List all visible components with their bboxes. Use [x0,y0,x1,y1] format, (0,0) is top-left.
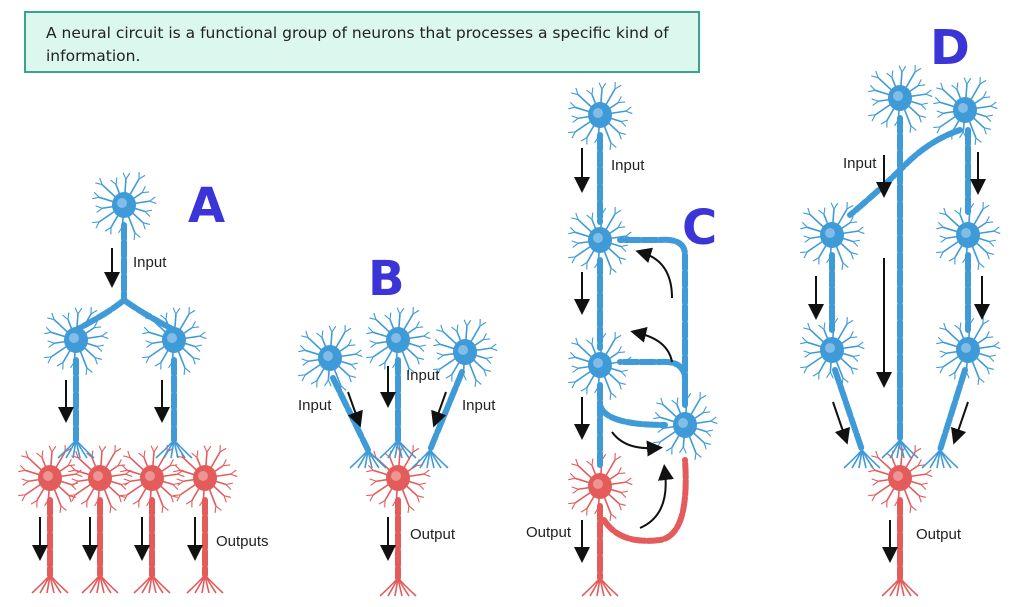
panel-c-collateral [600,405,665,425]
panel-a-output-terminal [187,575,223,593]
panel-a-terminal-right [156,440,192,458]
panel-c-curve-arrow-3 [612,432,655,448]
panel-b-letter: B [368,251,405,307]
panel-d-output-label: Output [916,526,962,543]
panel-a-outputs-label: Outputs [216,533,269,550]
panel-d-terminal-right [922,450,958,468]
panel-c-feedback-upper [620,240,685,405]
panel-b-axon-left [333,378,368,450]
panel-d-terminal-left [844,450,880,468]
panel-d-output-terminal [882,578,918,596]
panel-b-input-center-label: Input [406,367,440,384]
panel-d-right-arrow-3 [956,402,968,437]
panel-c-curve-arrow-4 [640,472,666,528]
panel-d-letter: D [930,20,970,76]
panel-d-input-label: Input [843,155,877,172]
panel-b-input-neuron-right [433,319,497,387]
panel-b-input-right-label: Input [462,397,496,414]
panel-b-output-label: Output [410,526,456,543]
panel-a-output-terminal [32,575,68,593]
panel-b-input-neuron-left [298,325,362,393]
panel-c-input-label: Input [611,157,645,174]
panel-d-right-axon-3 [940,370,965,450]
panel-a-output-terminal [134,575,170,593]
panel-a-input-label: Input [133,254,167,271]
panel-b-output-terminal [380,578,416,596]
panel-b-input-left-label: Input [298,397,332,414]
panel-b-terminal-left [350,450,386,468]
panel-c-feedback-lower [620,362,685,390]
panel-c-curve-arrow-1 [643,253,672,298]
panel-c-output-terminal [582,578,618,596]
panel-c-curve-arrow-2 [638,333,672,362]
panel-d-left-arrow-2 [833,402,845,437]
panel-d-cross-axon [850,130,960,215]
panel-c-output-label: Output [526,524,572,541]
panel-c-letter: C [682,200,717,256]
panel-a-branch-left [76,300,124,330]
panel-a-output-terminal [82,575,118,593]
panel-a-letter: A [188,178,225,234]
